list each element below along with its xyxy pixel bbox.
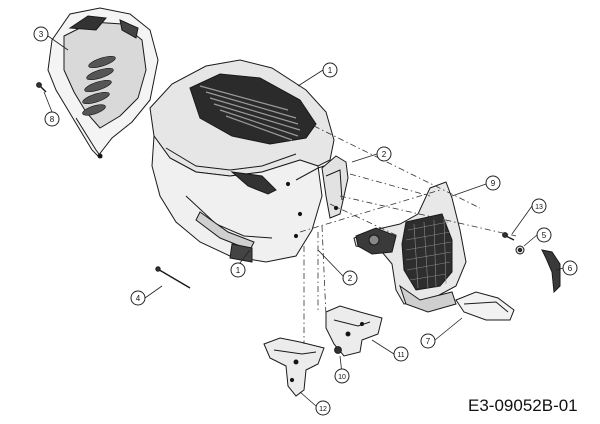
callout-1-top: 1	[322, 62, 338, 78]
callout-12: 12	[315, 400, 331, 416]
callout-3: 3	[33, 26, 49, 42]
fender-panel-icon	[47, 7, 159, 159]
hinge-bracket-icon	[325, 305, 383, 357]
cable-rod-icon	[155, 266, 191, 289]
svg-text:3: 3	[39, 30, 44, 39]
callout-4: 4	[130, 290, 146, 306]
callout-11: 11	[393, 346, 409, 362]
svg-text:5: 5	[542, 231, 547, 240]
svg-text:13: 13	[535, 204, 543, 211]
assembly-lines	[299, 125, 517, 344]
callout-7: 7	[420, 333, 436, 349]
svg-text:2: 2	[348, 274, 353, 283]
svg-text:2: 2	[382, 150, 387, 159]
callout-9: 9	[485, 175, 501, 191]
callout-5: 5	[536, 227, 552, 243]
callout-1-bottom: 1	[230, 262, 246, 278]
hood-icon	[149, 59, 337, 263]
grille-icon	[353, 181, 467, 313]
nut-icon	[334, 346, 342, 354]
callout-2-bottom: 2	[342, 270, 358, 286]
hinge-bracket-icon	[263, 337, 325, 397]
svg-text:6: 6	[568, 264, 573, 273]
svg-text:9: 9	[491, 179, 496, 188]
callout-6: 6	[562, 260, 578, 276]
svg-text:10: 10	[338, 374, 346, 381]
side-trim-icon	[541, 249, 561, 294]
svg-text:11: 11	[397, 352, 404, 359]
callout-10: 10	[334, 368, 350, 384]
callout-8: 8	[44, 111, 60, 127]
svg-text:8: 8	[50, 115, 55, 124]
svg-text:4: 4	[136, 294, 141, 303]
nut-icon	[515, 245, 525, 255]
svg-text:12: 12	[319, 406, 327, 413]
screw-icon	[502, 232, 515, 241]
svg-text:1: 1	[328, 66, 333, 75]
callout-2-top: 2	[376, 146, 392, 162]
drawing-code: E3-09052B-01	[468, 396, 578, 415]
svg-text:7: 7	[426, 337, 431, 346]
screw-icon	[36, 82, 47, 93]
svg-text:1: 1	[236, 266, 241, 275]
headlight-lens-icon	[455, 291, 515, 321]
callout-13: 13	[531, 198, 547, 214]
hinge-bracket-icon	[321, 155, 349, 219]
